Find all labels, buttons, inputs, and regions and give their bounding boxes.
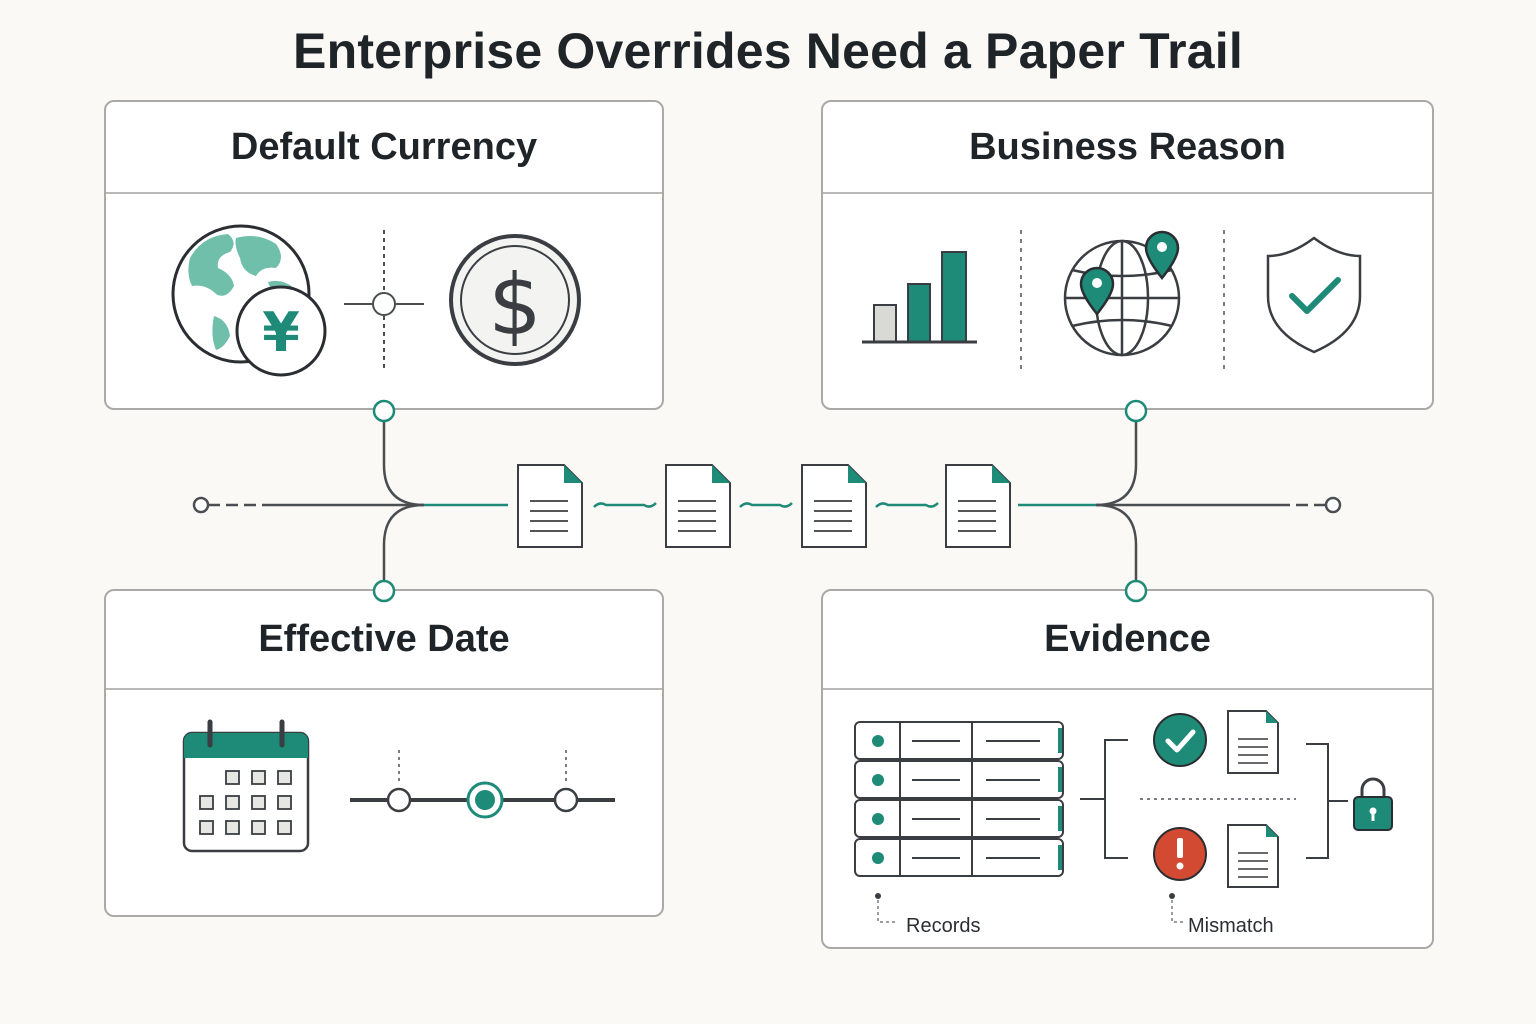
- document-icon: [517, 464, 583, 548]
- node-evidence: [1124, 579, 1148, 603]
- endpoint-left-node: [192, 496, 210, 514]
- panel-heading-business-reason: Business Reason: [823, 102, 1432, 194]
- alert-icon: [1153, 827, 1207, 923]
- globe-pins-icon: [1063, 230, 1181, 357]
- document-icon: [945, 464, 1011, 548]
- mismatch-label: Mismatch: [1188, 915, 1274, 937]
- page-title: Enterprise Overrides Need a Paper Trail: [293, 23, 1243, 79]
- node-currency: [372, 399, 396, 423]
- yen-coin-icon: ¥: [235, 285, 327, 377]
- endpoint-right-node: [1324, 496, 1342, 514]
- panel-heading-default-currency: Default Currency: [106, 102, 662, 194]
- bracket-connector: [1080, 739, 1348, 859]
- document-icon: [801, 464, 867, 548]
- document-icon: [1227, 710, 1279, 774]
- dollar-coin-icon: $: [449, 234, 581, 366]
- connector-network: [192, 399, 1342, 603]
- document-icon: [665, 464, 731, 548]
- records-table-icon: [853, 721, 1065, 923]
- timeline-slider-icon: [350, 750, 615, 819]
- node-date: [372, 579, 396, 603]
- shield-check-icon: [1266, 236, 1362, 354]
- svg-text:$: $: [488, 256, 541, 354]
- document-icon: [1227, 824, 1279, 888]
- check-icon: [1153, 713, 1207, 767]
- svg-text:¥: ¥: [262, 301, 300, 364]
- bar-chart-icon: [862, 251, 977, 344]
- node-reason: [1124, 399, 1148, 423]
- records-label: Records: [906, 915, 981, 937]
- connector-node-icon: [344, 230, 424, 370]
- lock-icon: [1353, 777, 1393, 831]
- panel-heading-effective-date: Effective Date: [106, 591, 662, 690]
- panel-heading-evidence: Evidence: [823, 591, 1432, 690]
- calendar-icon: [182, 719, 310, 853]
